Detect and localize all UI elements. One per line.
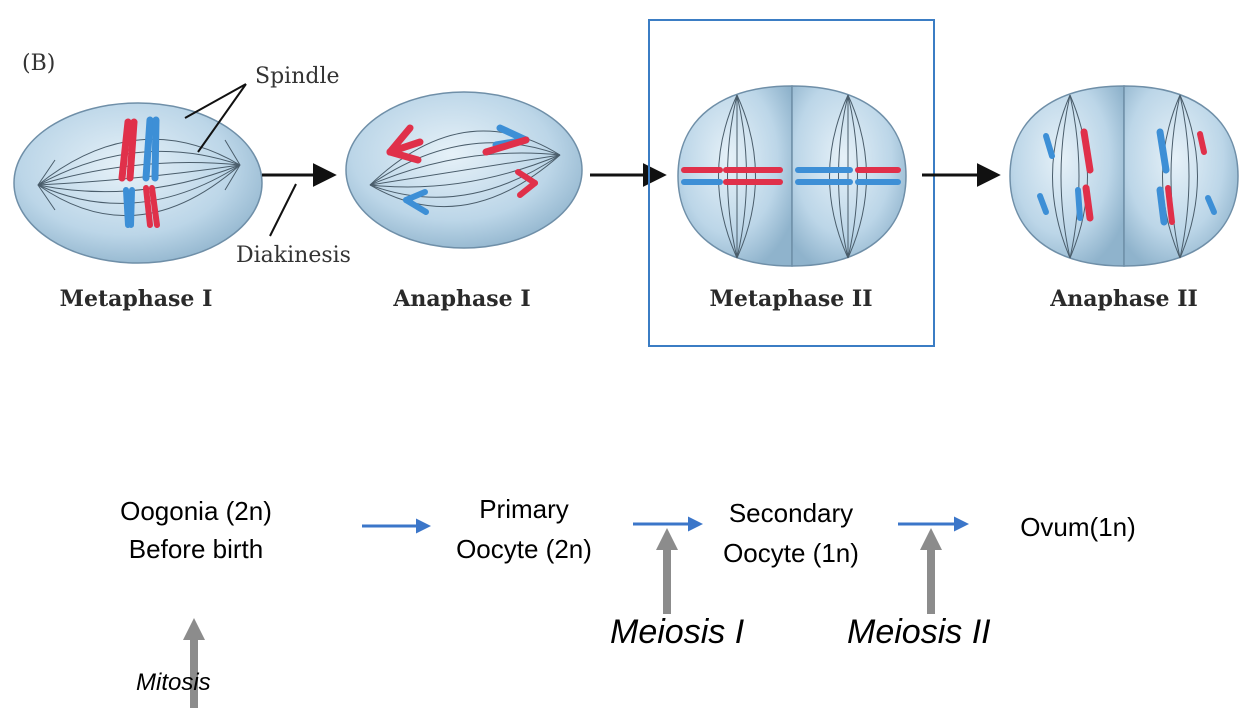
stage-label-metaphase-ii: Metaphase II <box>709 286 872 312</box>
spindle-pointer <box>184 83 247 153</box>
meiosis-i-arrow <box>656 528 678 614</box>
secondary-line1: Secondary <box>729 498 853 528</box>
chromosomes <box>681 167 901 185</box>
oogonia-line2: Before birth <box>129 534 263 564</box>
diakinesis-pointer <box>269 183 297 237</box>
secondary-line2: Oocyte (1n) <box>723 538 859 568</box>
meiosis-i-label: Meiosis I <box>610 613 745 651</box>
oogonia-line1: Oogonia (2n) <box>120 496 272 526</box>
spindle-fibers <box>1052 94 1198 259</box>
primary-line2: Oocyte (2n) <box>456 534 592 564</box>
stage-label-anaphase-ii: Anaphase II <box>1049 286 1198 312</box>
stage-label-anaphase-i: Anaphase I <box>392 286 530 312</box>
stage-label-metaphase-i: Metaphase I <box>60 286 213 312</box>
metaphase-ii-cell <box>677 85 907 267</box>
chromosomes <box>118 116 160 228</box>
diakinesis-label: Diakinesis <box>236 243 351 268</box>
metaphase-i-cell <box>13 102 263 264</box>
chromosomes <box>1037 128 1217 226</box>
mitosis-arrow <box>183 618 205 708</box>
spindle-fibers <box>37 138 241 217</box>
meiosis-ii-arrow <box>920 528 942 614</box>
chromosomes <box>386 124 538 215</box>
primary-line1: Primary <box>479 494 569 524</box>
meiosis-ii-label: Meiosis II <box>847 613 991 651</box>
spindle-fibers <box>718 94 867 259</box>
spindle-fibers <box>369 130 561 208</box>
ovum-label: Ovum(1n) <box>1020 512 1136 542</box>
anaphase-ii-cell <box>1009 85 1239 267</box>
spindle-label: Spindle <box>255 64 340 89</box>
anaphase-i-cell <box>345 91 583 249</box>
highlight-box <box>648 19 935 347</box>
panel-label: (B) <box>22 51 55 76</box>
mitosis-label: Mitosis <box>136 669 211 696</box>
